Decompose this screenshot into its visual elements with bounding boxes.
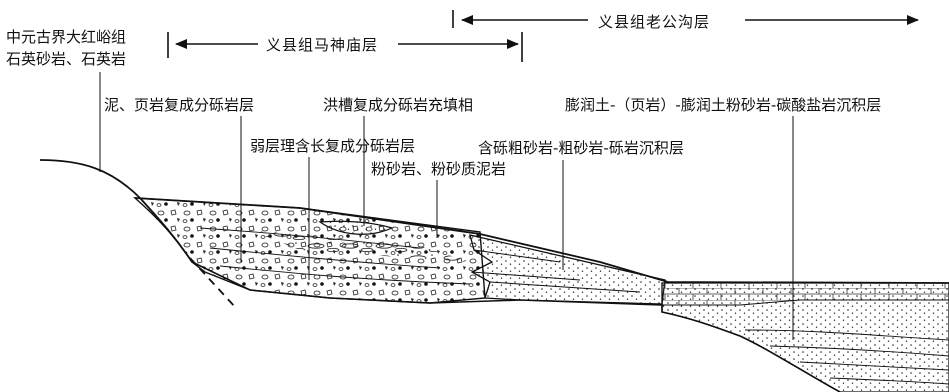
- flood-channel-fill: [318, 220, 394, 235]
- basement-unit-label-line1: 中元古界大红峪组: [6, 28, 127, 46]
- laogonggou-extent-arrow: [452, 10, 919, 28]
- top-surface: [134, 197, 949, 284]
- laogonggou-member-label: 义县组老公沟层: [598, 13, 711, 31]
- basement-unit-label-line2: 石英砂岩、石英岩: [6, 50, 127, 68]
- siltstone-silty-mudstone-label: 粉砂岩、粉砂质泥岩: [371, 160, 507, 178]
- mashenmiao-extent-arrow: [167, 32, 523, 62]
- bentonite-carbonate-label: 膨润土-（页岩）-膨润土粉砂岩-碳酸盐岩沉积层: [565, 96, 882, 114]
- basin-floor: [191, 261, 841, 392]
- mudstone-shale-conglomerate-label: 泥、页岩复成分砾岩层: [104, 96, 255, 114]
- interfingering-zone: [469, 234, 666, 305]
- basement-fault-dashed: [189, 257, 237, 309]
- pebbly-sandstone-label: 含砾粗砂岩-粗砂岩-砾岩沉积层: [478, 139, 684, 157]
- weak-bedding-feldspar-conglomerate-label: 弱层理含长复成分砾岩层: [250, 137, 416, 155]
- mashenmiao-member-label: 义县组马神庙层: [266, 36, 379, 54]
- flood-channel-fill-label: 洪槽复成分砾岩充填相: [323, 96, 474, 114]
